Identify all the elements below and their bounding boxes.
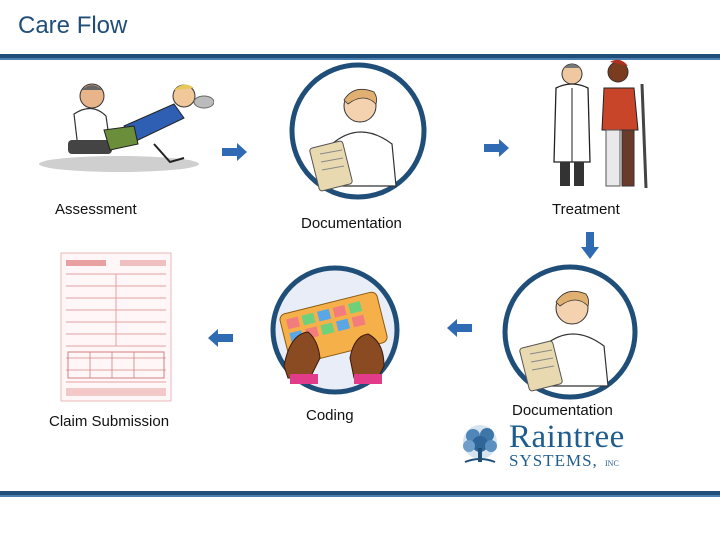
step-label-documentation-top: Documentation: [301, 215, 402, 232]
logo-subtitle: SYSTEMS,: [509, 451, 598, 470]
logo-wordmark: Raintree: [509, 419, 625, 455]
logo-suffix: INC: [605, 459, 619, 468]
claim-form-illustration: [60, 252, 172, 402]
documentation-bottom-illustration: [500, 260, 640, 404]
arrow-left-1: [447, 319, 472, 337]
documentation-top-illustration: [288, 58, 428, 204]
treatment-illustration: [542, 58, 652, 194]
coding-illustration: [270, 262, 400, 398]
arrow-right-2: [484, 139, 509, 157]
arrow-left-2: [208, 329, 233, 347]
arrow-down: [581, 232, 599, 259]
raintree-logo: Raintree SYSTEMS, INC: [455, 420, 635, 472]
tree-icon: [463, 425, 497, 463]
assessment-illustration: [34, 74, 214, 174]
bottom-divider: [0, 491, 720, 497]
step-label-coding: Coding: [306, 407, 354, 424]
step-label-claim-submission: Claim Submission: [49, 413, 170, 430]
step-label-documentation-bottom: Documentation: [512, 402, 613, 419]
top-divider: [0, 54, 720, 60]
step-label-assessment: Assessment: [55, 201, 137, 218]
arrow-right-1: [222, 143, 247, 161]
slide-title: Care Flow: [18, 12, 128, 39]
step-label-treatment: Treatment: [552, 201, 620, 218]
